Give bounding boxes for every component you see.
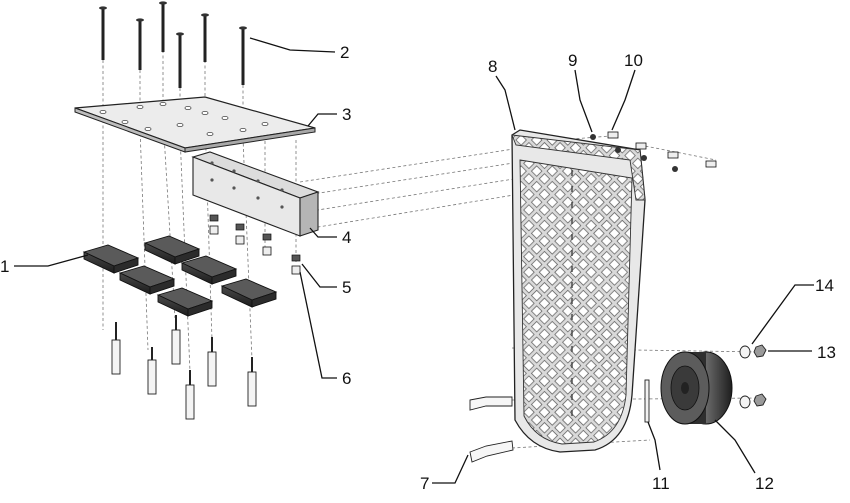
nail: [136, 18, 144, 70]
callout-7: 7: [420, 474, 429, 493]
rubber-pad: [118, 265, 176, 295]
nail: [99, 6, 107, 60]
axle-bolt: [469, 440, 514, 463]
grate-bolt: [641, 151, 679, 161]
callout-4: 4: [342, 228, 351, 247]
leader-lines: [14, 37, 814, 484]
axle-bolt: [469, 396, 513, 411]
wall-plug: [247, 357, 257, 407]
wheel-washers: [739, 345, 751, 409]
callout-11: 11: [652, 474, 670, 493]
rubber-pad: [156, 287, 214, 317]
grate: [511, 129, 646, 453]
wheel: [660, 351, 733, 425]
nail: [159, 1, 167, 52]
grate-bolts: [590, 131, 717, 172]
callout-6: 6: [342, 369, 351, 388]
wall-plugs: [111, 315, 257, 420]
callout-labels: 1 2 3 4 5 6 7 8 9 10 11 12 13 14: [0, 43, 836, 493]
rubber-pad: [143, 235, 201, 265]
callout-12: 12: [755, 474, 774, 493]
rubber-pad: [82, 244, 140, 274]
grate-bolt: [590, 131, 619, 140]
pin: [644, 379, 650, 423]
angle-bracket: [191, 151, 320, 237]
wall-plug: [207, 337, 217, 387]
grate-bolt: [672, 160, 717, 172]
bracket-bolts: [209, 225, 301, 275]
callout-13: 13: [817, 343, 836, 362]
callout-2: 2: [340, 43, 349, 62]
wall-plug: [111, 322, 121, 375]
callout-14: 14: [815, 276, 834, 295]
callout-10: 10: [624, 51, 643, 70]
wall-plug: [185, 370, 195, 420]
mounting-plate: [74, 96, 316, 153]
rubber-pad: [180, 255, 238, 285]
grate-bolt: [615, 142, 647, 153]
axle-bolts: [469, 396, 514, 463]
rubber-pad: [220, 278, 278, 308]
callout-9: 9: [568, 51, 577, 70]
callout-3: 3: [342, 105, 351, 124]
wall-plug: [171, 315, 181, 365]
callout-5: 5: [342, 278, 351, 297]
wall-plug: [147, 347, 157, 395]
callout-1: 1: [0, 257, 9, 276]
nail: [176, 32, 184, 88]
rubber-pads: [82, 235, 278, 317]
nail: [201, 13, 209, 62]
wheel-nuts: [753, 344, 767, 407]
nail: [239, 26, 247, 85]
bracket-nuts: [209, 214, 301, 262]
callout-8: 8: [488, 57, 497, 76]
nails: [99, 1, 247, 88]
